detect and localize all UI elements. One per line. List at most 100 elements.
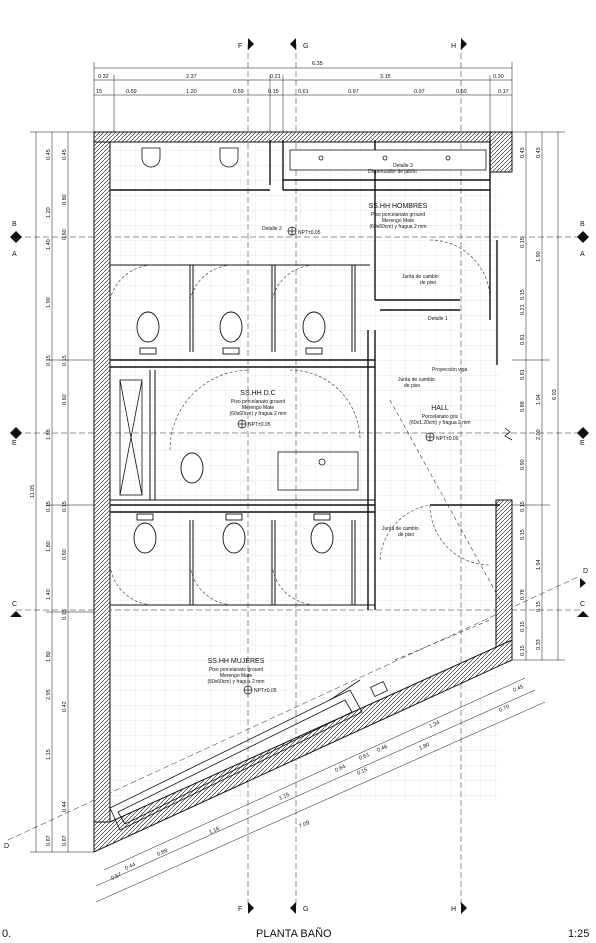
dim-diag-u7: 0.15	[356, 767, 368, 777]
dim-left-10: 1.15	[46, 749, 52, 760]
room-level: NPT±0.05	[248, 422, 271, 428]
axis-label-left-e: E	[12, 440, 17, 447]
axis-label-right-e: E	[580, 440, 585, 447]
top-dimension-texts: 6.35 0.32 2.37 0.21 3.15 0.30 15 0.59 1.…	[96, 61, 509, 95]
dim-left-7: 1.80	[46, 541, 52, 552]
room-label-accessible: SS.HH D.C Piso porcelanato ground Mereng…	[230, 390, 287, 428]
room-spec-line: Piso porcelanato ground	[209, 667, 263, 673]
dim-diag-l5: 7.09	[298, 820, 310, 830]
dim-top-r3-4: 0.15	[268, 89, 279, 95]
footer-drawing-title: PLANTA BAÑO	[256, 928, 332, 940]
top-dimension-lines	[93, 62, 513, 132]
axis-label-bottom-f: F	[238, 906, 242, 913]
dim-left-9: 2.95	[46, 689, 52, 700]
axis-label-top-h: H	[451, 43, 456, 50]
toilets	[133, 311, 334, 554]
dim-top-r3-8: 0.60	[456, 89, 467, 95]
dim-right-o4: 0.81	[520, 334, 526, 345]
footer-scale: 1:25	[568, 928, 590, 940]
right-dimension-lines	[512, 131, 565, 661]
axis-label-right-d: D	[583, 568, 588, 575]
room-level: NPT±0.05	[254, 688, 277, 694]
dim-top-r2-3: 3.15	[380, 74, 391, 80]
dim-left-6: 0.15	[46, 501, 52, 512]
room-name: SS.HH HOMBRES	[369, 203, 428, 210]
dim-right-4: 1.94	[536, 559, 542, 570]
axis-label-bottom-h: H	[451, 906, 456, 913]
dim-top-r2-4: 0.30	[493, 74, 504, 80]
dim-left-2: 1.40	[46, 239, 52, 250]
dim-top-r3-2: 1.20	[186, 89, 197, 95]
dim-left-o4: 0.60	[62, 394, 68, 405]
room-level: NPT±0.05	[298, 230, 321, 236]
dim-top-r3-1: 0.59	[126, 89, 137, 95]
dim-right-o10: 0.78	[520, 589, 526, 600]
dim-diag-u4: 0.46	[376, 744, 388, 754]
room-spec-line: Merengo Mate	[242, 405, 274, 411]
dim-top-r3-9: 0.17	[498, 89, 509, 95]
axis-label-top-f: F	[238, 43, 242, 50]
dim-top-r2-0: 0.32	[98, 74, 109, 80]
dim-right-o12: 0.15	[520, 645, 526, 656]
dim-diag-u0: 0.45	[512, 684, 524, 694]
note-junta-3: Junta de cambio	[382, 526, 419, 532]
note-junta-2: Junta de cambio	[398, 377, 435, 383]
dim-top-r3-6: 0.97	[348, 89, 359, 95]
dim-diag-l1: 0.44	[124, 862, 136, 872]
dim-left-o7: 0.15	[62, 609, 68, 620]
dim-left-o5: 0.15	[62, 501, 68, 512]
axis-label-right-b: B	[580, 221, 585, 228]
dim-left-o1: 0.80	[62, 194, 68, 205]
dim-top-r2-2: 0.21	[270, 74, 281, 80]
dim-top-r2-1: 2.37	[186, 74, 197, 80]
axis-labels: F G H F G H B A E C B A E C D D	[4, 43, 588, 913]
room-spec-line: Porcelanato gris	[422, 414, 459, 420]
axis-markers	[10, 38, 589, 914]
dim-left-total: 11.05	[30, 485, 36, 498]
dim-right-o6: 0.88	[520, 401, 526, 412]
room-label-hall: HALL Porcelanato gris (60x1.20cm) y frag…	[409, 405, 470, 442]
axis-label-top-g: G	[303, 43, 308, 50]
dim-right-o7: 0.90	[520, 459, 526, 470]
dim-diag-l2: 0.88	[156, 848, 168, 858]
dim-right-o3: 0.21	[520, 304, 526, 315]
dim-left-1: 1.20	[46, 207, 52, 218]
dim-diag-l3: 1.16	[208, 826, 220, 836]
dim-left-o8: 0.42	[62, 701, 68, 712]
accessible-fixtures	[119, 379, 359, 496]
right-dimension-texts: 6.03 0.45 1.90 1.04 2.00 1.94 0.33 0.15 …	[520, 147, 558, 656]
dim-left-5: 1.88	[46, 429, 52, 440]
dim-diag-u3: 1.80	[418, 742, 430, 752]
beam-projection	[389, 399, 501, 661]
axis-label-right-a: A	[580, 251, 585, 258]
dim-left-o0: 0.45	[62, 149, 68, 160]
axis-label-left-b: B	[12, 221, 17, 228]
diagonal-dimension-lines	[95, 677, 546, 903]
dim-top-r3-7: 0.97	[414, 89, 425, 95]
dim-diag-u6: 0.64	[334, 764, 346, 774]
dim-right-total: 6.03	[552, 389, 558, 400]
dim-right-o11: 0.15	[520, 621, 526, 632]
note-junta-3b: de piso	[398, 532, 414, 538]
dim-right-o2: 0.15	[520, 289, 526, 300]
axis-label-right-c: C	[580, 601, 585, 608]
room-label-men: SS.HH HOMBRES Piso porcelanato ground Me…	[298, 203, 428, 236]
dim-top-r3-3: 0.59	[233, 89, 244, 95]
axis-label-bottom-g: G	[303, 906, 308, 913]
room-spec-line: (60x60cm) y fragua 2 mm	[370, 224, 427, 230]
dim-right-6: 0.15	[536, 601, 542, 612]
note-detalle-1: Detalle 1	[428, 316, 448, 322]
level-markers	[237, 226, 435, 695]
annotations: Junta de cambio de piso Junta de cambio …	[262, 163, 468, 538]
room-spec-line: Merengo Mate	[382, 218, 414, 224]
stall-partitions	[110, 264, 375, 606]
room-label-women: SS.HH MUJERES Piso porcelanato ground Me…	[208, 658, 277, 694]
right-break-marker	[504, 427, 513, 441]
dim-top-total: 6.35	[312, 61, 323, 67]
note-detalle-2: Detalle 2	[262, 226, 282, 232]
dim-top-r3-0: 15	[96, 89, 102, 95]
room-spec-line: Piso porcelanato ground	[371, 212, 425, 218]
outer-walls	[93, 131, 513, 853]
room-level: NPT±0.00	[436, 436, 459, 442]
